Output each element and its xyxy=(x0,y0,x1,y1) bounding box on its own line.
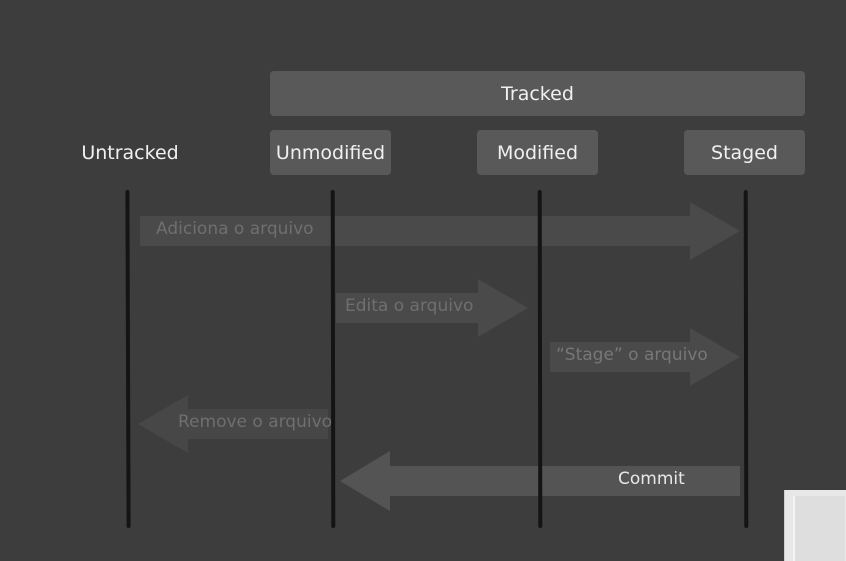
arrow-remove xyxy=(138,395,328,453)
state-modified: Modified xyxy=(477,130,598,175)
arrow-edit xyxy=(336,279,528,337)
state-staged: Staged xyxy=(684,130,805,175)
webcam-thumbnail xyxy=(784,490,846,561)
label-commit: Commit xyxy=(618,469,685,489)
lifeline-staged xyxy=(743,189,749,529)
thumbnail-door-image xyxy=(793,496,845,561)
state-untracked: Untracked xyxy=(81,141,179,164)
label-add-file: Adiciona o arquivo xyxy=(156,219,314,239)
arrow-stage xyxy=(550,328,740,386)
label-stage-file: “Stage” o arquivo xyxy=(556,345,708,365)
label-edit-file: Edita o arquivo xyxy=(345,296,474,316)
lifeline-modified xyxy=(537,189,543,529)
arrow-add xyxy=(140,202,740,260)
tracked-group-header: Tracked xyxy=(270,71,805,116)
label-remove-file: Remove o arquivo xyxy=(178,412,333,432)
lifeline-unmodified xyxy=(330,189,336,529)
state-unmodified: Unmodified xyxy=(270,130,391,175)
